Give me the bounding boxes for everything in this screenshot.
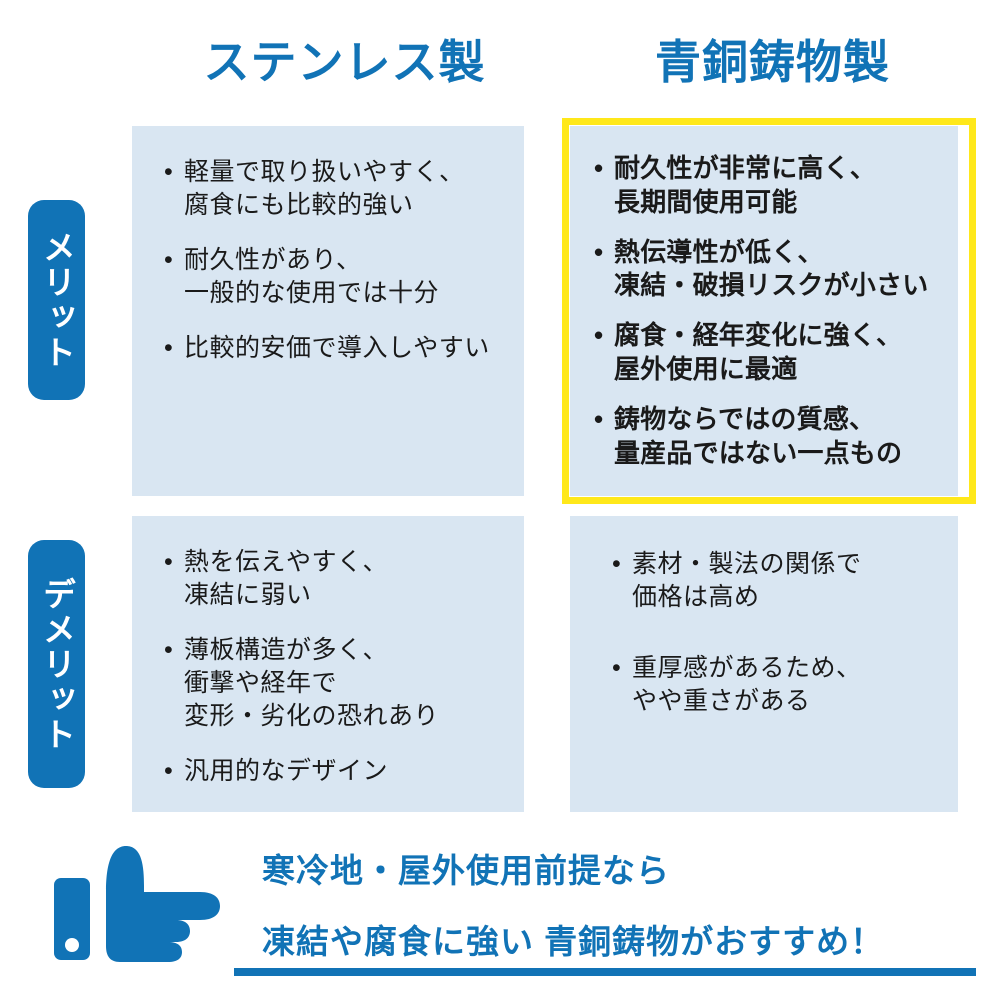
list-item: 耐久性があり、 一般的な使用では十分 xyxy=(160,244,506,310)
pointing-hand-icon xyxy=(54,846,220,962)
cell-demerit-stainless: 熱を伝えやすく、 凍結に弱い 薄板構造が多く、 衝撃や経年で 変形・劣化の恐れあ… xyxy=(132,516,524,812)
bullet-list-demerit-bronze: 素材・製法の関係で 価格は高め 重厚感があるため、 やや重さがある xyxy=(570,516,958,756)
list-item: 鋳物ならではの質感、 量産品ではない一点もの xyxy=(590,403,946,471)
list-item: 熱を伝えやすく、 凍結に弱い xyxy=(160,546,506,612)
conclusion-block: 寒冷地・屋外使用前提なら 凍結や腐食に強い 青銅鋳物がおすすめ！ xyxy=(0,828,1000,1000)
column-header-bronze: 青銅鋳物製 xyxy=(655,36,890,88)
list-item: 耐久性が非常に高く、 長期間使用可能 xyxy=(590,152,946,220)
conclusion-line-1: 寒冷地・屋外使用前提なら xyxy=(262,852,670,889)
list-item: 重厚感があるため、 やや重さがある xyxy=(608,652,946,718)
conclusion-text: 寒冷地・屋外使用前提なら 凍結や腐食に強い 青銅鋳物がおすすめ！ xyxy=(262,842,982,958)
bullet-list-merit-stainless: 軽量で取り扱いやすく、 腐食にも比較的強い 耐久性があり、 一般的な使用では十分… xyxy=(132,126,524,387)
cell-merit-bronze: 耐久性が非常に高く、 長期間使用可能 熱伝導性が低く、 凍結・破損リスクが小さい… xyxy=(570,126,958,496)
list-item: 薄板構造が多く、 衝撃や経年で 変形・劣化の恐れあり xyxy=(160,634,506,733)
bullet-list-demerit-stainless: 熱を伝えやすく、 凍結に弱い 薄板構造が多く、 衝撃や経年で 変形・劣化の恐れあ… xyxy=(132,516,524,810)
cell-demerit-bronze: 素材・製法の関係で 価格は高め 重厚感があるため、 やや重さがある xyxy=(570,516,958,812)
column-header-stainless: ステンレス製 xyxy=(203,36,486,88)
list-item: 素材・製法の関係で 価格は高め xyxy=(608,548,946,614)
row-label-demerit: デメリット xyxy=(28,540,85,788)
list-item: 腐食・経年変化に強く、 屋外使用に最適 xyxy=(590,319,946,387)
bullet-list-merit-bronze: 耐久性が非常に高く、 長期間使用可能 熱伝導性が低く、 凍結・破損リスクが小さい… xyxy=(570,126,958,486)
bottom-divider-rule xyxy=(234,968,976,976)
list-item: 軽量で取り扱いやすく、 腐食にも比較的強い xyxy=(160,156,506,222)
conclusion-line-2: 凍結や腐食に強い 青銅鋳物がおすすめ！ xyxy=(262,923,885,960)
list-item: 比較的安価で導入しやすい xyxy=(160,332,506,365)
row-label-merit: メリット xyxy=(28,200,85,400)
list-item: 熱伝導性が低く、 凍結・破損リスクが小さい xyxy=(590,236,946,304)
list-item: 汎用的なデザイン xyxy=(160,755,506,788)
cell-merit-stainless: 軽量で取り扱いやすく、 腐食にも比較的強い 耐久性があり、 一般的な使用では十分… xyxy=(132,126,524,496)
